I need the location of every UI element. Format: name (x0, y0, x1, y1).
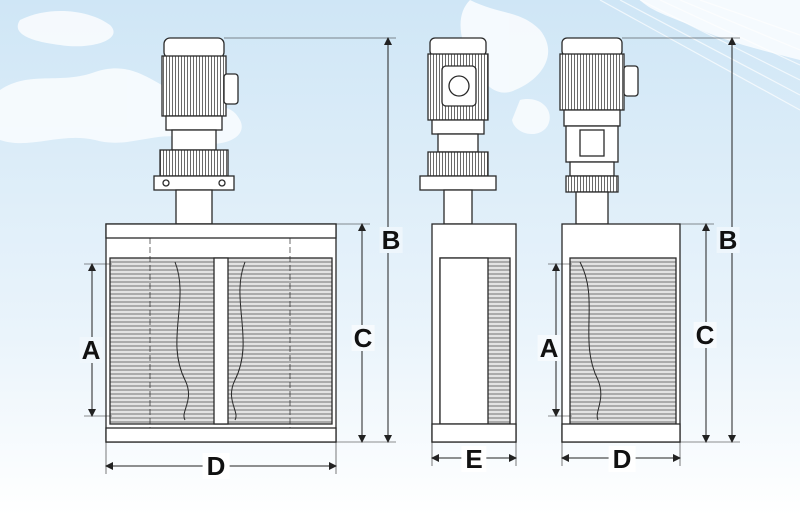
right-frame (561, 223, 681, 443)
dim-label-D-right: D (608, 446, 636, 472)
side-frame (431, 223, 517, 443)
front-motor (153, 37, 239, 225)
dim-label-B-right: B (716, 225, 740, 255)
dim-label-D-left: D (202, 453, 230, 479)
dim-label-C-left: C (351, 323, 375, 353)
dim-label-B-left: B (379, 225, 403, 255)
dim-label-E: E (461, 446, 487, 472)
front-frame (105, 223, 337, 443)
background-stripes (599, 0, 800, 111)
dim-label-A-left: A (79, 335, 103, 365)
dim-label-C-right: C (693, 320, 717, 350)
dim-label-A-right: A (537, 333, 561, 363)
side-view (419, 37, 517, 443)
right-motor (559, 37, 639, 225)
right-view (559, 37, 681, 443)
front-view (105, 37, 337, 443)
